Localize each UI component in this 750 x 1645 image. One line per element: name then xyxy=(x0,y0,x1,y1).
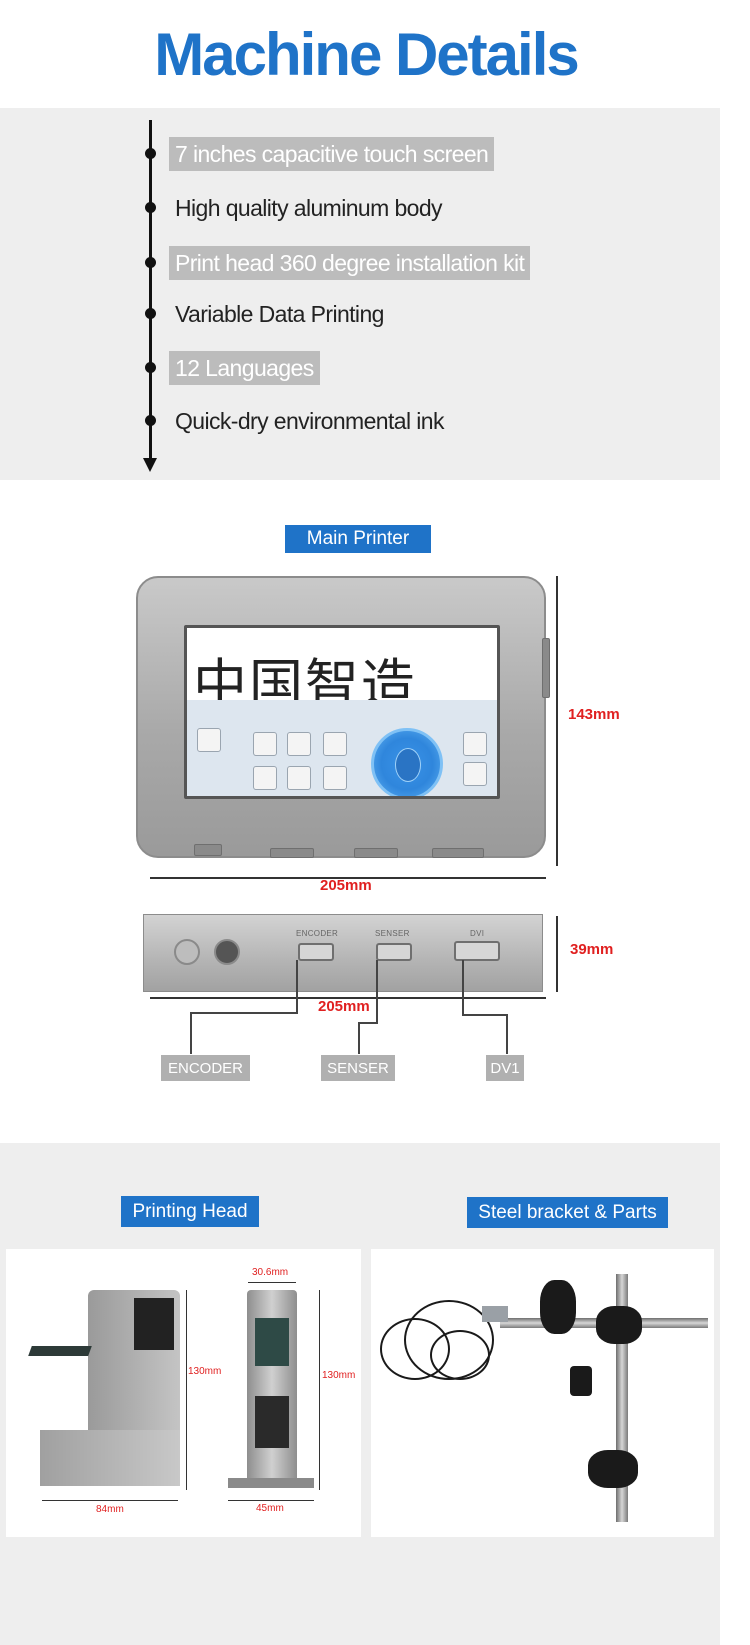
screen-tile-icon xyxy=(323,766,347,790)
page-title: Machine Details xyxy=(154,20,580,88)
connector-label: DVI xyxy=(470,929,485,938)
features-section: 7 inches capacitive touch screen High qu… xyxy=(0,108,720,480)
timeline-line xyxy=(149,120,152,460)
feature-text: 7 inches capacitive touch screen xyxy=(169,137,495,171)
screen-tile-icon xyxy=(253,766,277,790)
head-dim-width-left: 84mm xyxy=(96,1504,124,1515)
side-port-icon xyxy=(542,638,550,698)
callout-encoder: ENCODER xyxy=(161,1055,250,1081)
head-dim-height-right: 130mm xyxy=(322,1370,356,1381)
dimension-line xyxy=(556,576,558,866)
feature-item: High quality aluminum body xyxy=(0,188,720,228)
port-icon xyxy=(194,844,222,856)
dimension-line xyxy=(42,1500,178,1501)
bullet-icon xyxy=(145,148,156,159)
printer-side-image: ENCODER SENSER DVI xyxy=(143,914,543,992)
bracket-label: Steel bracket & Parts xyxy=(467,1197,668,1228)
power-button-icon xyxy=(174,939,200,965)
leader-line xyxy=(376,960,378,1024)
bracket-clamp-icon xyxy=(540,1280,576,1334)
bullet-icon xyxy=(145,362,156,373)
control-dial-center-icon xyxy=(395,748,421,782)
leader-line xyxy=(296,960,298,1012)
bracket-cable xyxy=(430,1330,490,1380)
screen-tile-icon xyxy=(253,732,277,756)
printing-head-nozzle xyxy=(28,1346,92,1356)
dimension-line xyxy=(319,1290,320,1490)
printing-head-slot xyxy=(255,1396,289,1448)
feature-text: Variable Data Printing xyxy=(175,300,384,327)
encoder-connector-icon xyxy=(298,943,334,961)
bullet-icon xyxy=(145,308,156,319)
printing-head-window xyxy=(255,1318,289,1366)
connector-label: SENSER xyxy=(375,929,410,938)
screen-tile-icon xyxy=(287,766,311,790)
bracket-base-clamp-icon xyxy=(588,1450,638,1488)
printer-front-image: 中国智造 xyxy=(136,576,550,858)
screen-tile-icon xyxy=(323,732,347,756)
printing-head-foot xyxy=(40,1430,180,1486)
bracket-cable xyxy=(404,1300,494,1380)
main-printer-label: Main Printer xyxy=(285,525,431,553)
dimension-line xyxy=(248,1282,296,1283)
bullet-icon xyxy=(145,415,156,426)
feature-item: Print head 360 degree installation kit xyxy=(0,243,720,283)
dimension-width-side: 205mm xyxy=(318,998,370,1015)
head-dim-height-left: 130mm xyxy=(188,1366,222,1377)
feature-item: Quick-dry environmental ink xyxy=(0,401,720,441)
dimension-line xyxy=(228,1500,314,1501)
leader-line xyxy=(358,1022,378,1024)
leader-line xyxy=(506,1014,508,1054)
dimension-line xyxy=(150,877,546,879)
leader-line xyxy=(358,1022,360,1054)
port-icon xyxy=(432,848,484,858)
port-icon xyxy=(270,848,314,858)
feature-text: 12 Languages xyxy=(169,351,320,385)
feature-item: 12 Languages xyxy=(0,348,720,388)
bullet-icon xyxy=(145,202,156,213)
leader-line xyxy=(462,1014,508,1016)
head-dim-width-right: 45mm xyxy=(256,1503,284,1514)
feature-text: Quick-dry environmental ink xyxy=(175,407,444,434)
warning-label-icon xyxy=(134,1298,174,1350)
printer-screen: 中国智造 xyxy=(184,625,500,799)
bracket-connector-icon xyxy=(570,1366,592,1396)
power-socket-icon xyxy=(214,939,240,965)
dimension-line xyxy=(556,916,558,992)
feature-item: 7 inches capacitive touch screen xyxy=(0,134,720,174)
feature-item: Variable Data Printing xyxy=(0,294,720,334)
screen-tile-icon xyxy=(197,728,221,752)
leader-line xyxy=(190,1012,298,1014)
screen-tile-icon xyxy=(287,732,311,756)
printing-head-base xyxy=(228,1478,314,1488)
printing-head-panel xyxy=(6,1249,361,1537)
connector-label: ENCODER xyxy=(296,929,339,938)
callout-senser: SENSER xyxy=(321,1055,395,1081)
parts-section: Printing Head Steel bracket & Parts xyxy=(0,1143,720,1645)
folder-icon xyxy=(463,762,487,786)
dimension-depth: 39mm xyxy=(570,941,614,958)
dimension-line xyxy=(186,1290,187,1490)
leader-line xyxy=(190,1012,192,1054)
bracket-clamp-icon xyxy=(596,1306,642,1344)
senser-connector-icon xyxy=(376,943,412,961)
dimension-width-front: 205mm xyxy=(320,877,372,894)
timeline-arrow-icon xyxy=(143,458,157,472)
feature-text: Print head 360 degree installation kit xyxy=(169,246,531,280)
callout-dv1: DV1 xyxy=(486,1055,524,1081)
play-icon xyxy=(463,732,487,756)
bracket-mount-block xyxy=(482,1306,508,1322)
feature-text: High quality aluminum body xyxy=(175,194,443,221)
leader-line xyxy=(462,960,464,1014)
dvi-connector-icon xyxy=(454,941,500,961)
printing-head-label: Printing Head xyxy=(121,1196,259,1227)
bullet-icon xyxy=(145,257,156,268)
port-icon xyxy=(354,848,398,858)
head-dim-top: 30.6mm xyxy=(252,1267,289,1278)
dimension-line xyxy=(150,997,546,999)
dimension-height: 143mm xyxy=(568,706,620,723)
